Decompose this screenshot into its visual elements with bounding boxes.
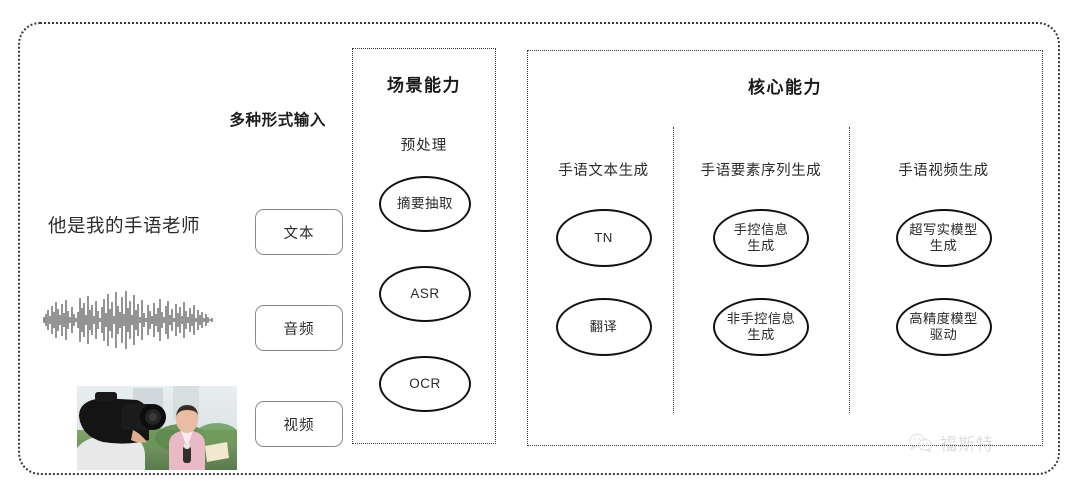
scenario-panel-subtitle: 预处理 bbox=[400, 138, 448, 154]
outer-frame bbox=[18, 22, 1060, 475]
modality-button-video[interactable]: 视频 bbox=[255, 401, 343, 447]
modality-button-text[interactable]: 文本 bbox=[255, 209, 343, 255]
modality-button-audio[interactable]: 音频 bbox=[255, 305, 343, 351]
scenario-capability-panel: 场景能力 预处理 摘要抽取 ASR OCR bbox=[352, 48, 496, 444]
core-column-sign-element-sequence-generation: 手语要素序列生成 手控信息 生成 非手控信息 生成 bbox=[673, 51, 849, 447]
core-node-high-precision-model-driving[interactable]: 高精度模型 驱动 bbox=[895, 298, 992, 356]
core-capability-panel: 核心能力 手语文本生成 TN 翻译 手语要素序列生成 手控信息 生成 bbox=[527, 50, 1043, 446]
core-node-line2: 生成 bbox=[747, 238, 775, 253]
core-column-header: 手语文本生成 bbox=[558, 163, 649, 179]
core-column-header: 手语视频生成 bbox=[898, 163, 989, 179]
core-node-line2: 生成 bbox=[747, 327, 775, 342]
core-node-non-manual-signal-generation[interactable]: 非手控信息 生成 bbox=[713, 298, 809, 356]
wechat-icon bbox=[909, 433, 933, 453]
scenario-node-ocr[interactable]: OCR bbox=[379, 356, 471, 412]
scenario-node-asr[interactable]: ASR bbox=[379, 266, 471, 322]
core-node-line2: 生成 bbox=[929, 238, 958, 253]
core-node-line1: 超写实模型 bbox=[909, 222, 978, 238]
core-column-divider-1 bbox=[673, 127, 674, 413]
core-column-sign-video-generation: 手语视频生成 超写实模型 生成 高精度模型 驱动 bbox=[849, 51, 1038, 447]
core-column-sign-text-generation: 手语文本生成 TN 翻译 bbox=[534, 51, 673, 447]
scenario-panel-title: 场景能力 bbox=[387, 76, 461, 95]
watermark-text: 福斯特 bbox=[940, 435, 994, 455]
sample-text-label: 他是我的手语老师 bbox=[48, 215, 201, 236]
core-node-line2: 驱动 bbox=[929, 327, 958, 342]
watermark: 福斯特 bbox=[908, 430, 994, 455]
input-section: 多种形式输入 他是我的手语老师 bbox=[30, 60, 343, 470]
core-column-divider-2 bbox=[849, 127, 850, 413]
core-node-line1: 高精度模型 bbox=[909, 311, 978, 327]
core-column-header: 手语要素序列生成 bbox=[700, 163, 822, 179]
core-node-photorealistic-model-generation[interactable]: 超写实模型 生成 bbox=[895, 209, 992, 267]
core-node-tn[interactable]: TN bbox=[555, 209, 652, 267]
core-node-line1: 非手控信息 bbox=[726, 311, 796, 327]
core-node-line1: 翻译 bbox=[589, 319, 618, 335]
video-thumbnail-icon bbox=[77, 386, 237, 470]
core-node-line1: TN bbox=[594, 230, 613, 246]
core-node-translation[interactable]: 翻译 bbox=[555, 298, 652, 356]
scenario-node-summary-extraction[interactable]: 摘要抽取 bbox=[379, 176, 471, 232]
core-node-manual-signal-generation[interactable]: 手控信息 生成 bbox=[713, 209, 809, 267]
input-section-heading: 多种形式输入 bbox=[229, 112, 326, 129]
core-node-line1: 手控信息 bbox=[733, 222, 789, 238]
audio-waveform-icon bbox=[40, 288, 216, 352]
core-panel-title: 核心能力 bbox=[748, 78, 822, 97]
